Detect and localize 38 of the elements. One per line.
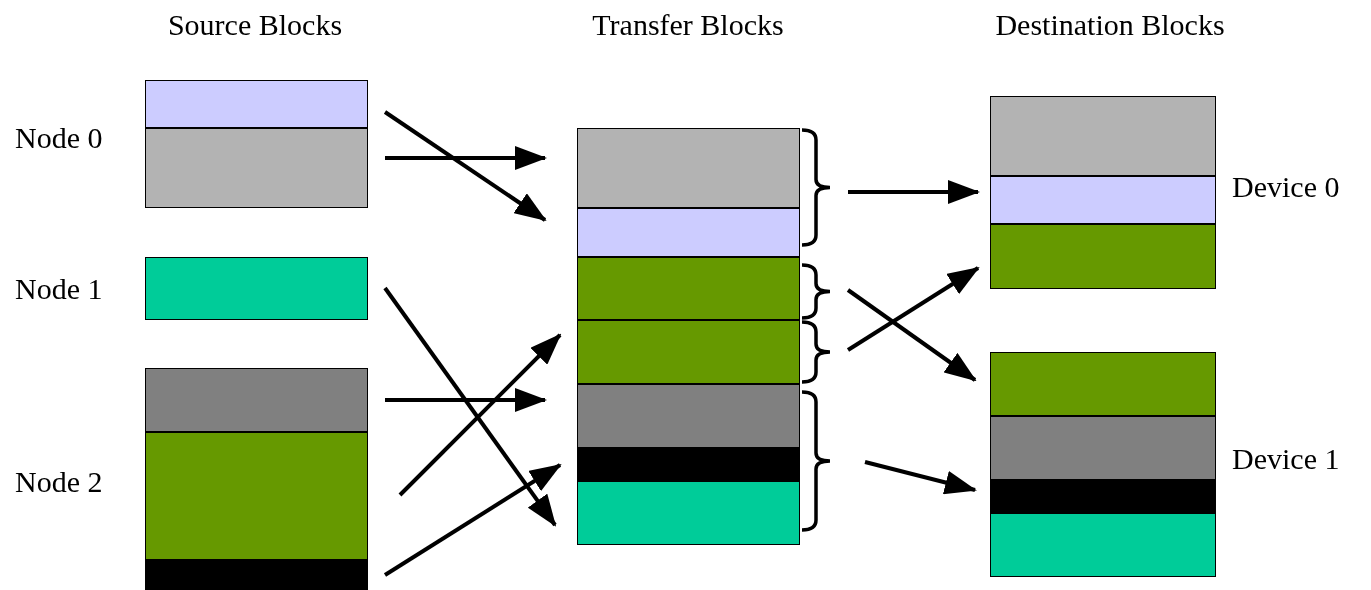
memory-block [577, 257, 800, 320]
node-label: Node 1 [15, 272, 103, 306]
arrow [864, 460, 977, 495]
memory-block [990, 480, 1216, 513]
column-heading: Destination Blocks [995, 8, 1225, 42]
memory-block [990, 96, 1216, 176]
node-label: Device 1 [1232, 442, 1340, 476]
memory-block [990, 224, 1216, 289]
arrow [383, 110, 547, 222]
memory-block [145, 368, 368, 432]
arrow [383, 463, 562, 577]
memory-block [145, 560, 368, 590]
memory-block [577, 448, 800, 481]
memory-block [990, 176, 1216, 224]
memory-block [990, 352, 1216, 416]
arrow [846, 288, 977, 382]
node-label: Node 2 [15, 465, 103, 499]
memory-block [577, 128, 800, 208]
memory-block [145, 257, 368, 320]
memory-block [577, 384, 800, 448]
node-label: Device 0 [1232, 170, 1340, 204]
arrow [848, 180, 980, 204]
column-heading: Transfer Blocks [592, 8, 784, 42]
memory-block [145, 128, 368, 208]
memory-block [145, 432, 368, 560]
node-label: Node 0 [15, 121, 103, 155]
memory-block [990, 416, 1216, 480]
arrow [846, 266, 980, 352]
memory-block [990, 513, 1216, 577]
column-heading: Source Blocks [167, 8, 343, 42]
memory-block [145, 80, 368, 128]
memory-block [577, 320, 800, 384]
arrow [385, 146, 547, 170]
arrow [385, 388, 547, 412]
arrow [383, 286, 557, 527]
memory-block [577, 481, 800, 545]
memory-block [577, 208, 800, 257]
arrow [398, 333, 562, 497]
